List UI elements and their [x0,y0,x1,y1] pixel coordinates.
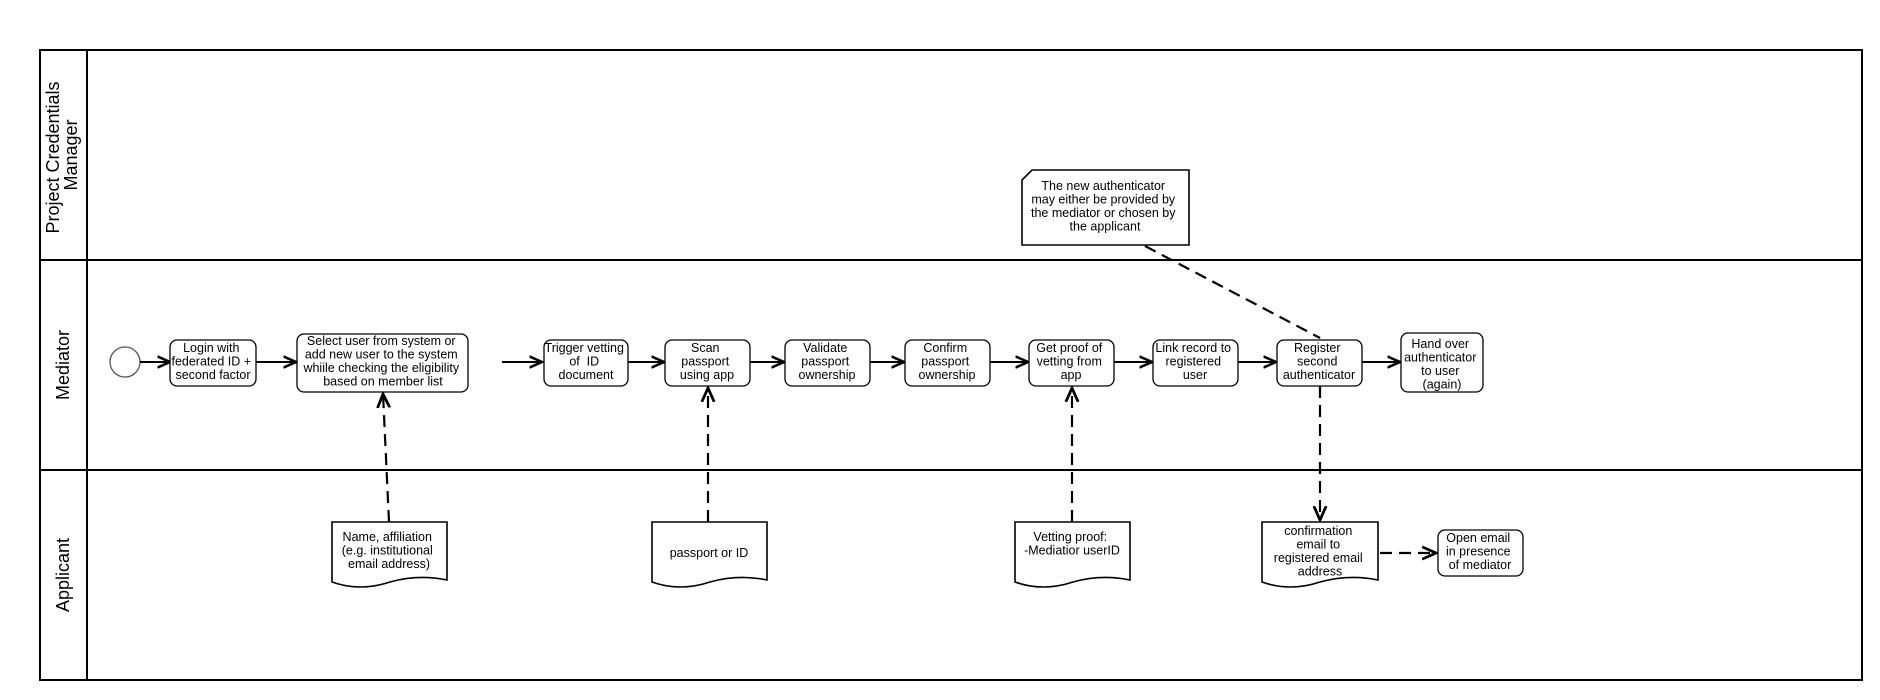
task-trigger-vetting-label: Trigger vetting of ID document [545,341,628,382]
document-name-affiliation: Name, affiliation (e.g. institutional em… [331,521,448,588]
task-confirm-passport: Confirm passport ownership [904,339,991,387]
task-validate-passport: Validate passport ownership [784,339,871,387]
task-login-label: Login with federated ID + second factor [171,341,254,382]
document-confirmation-email: confirmation email to registered email a… [1261,521,1379,588]
document-passport-or-id-label: passport or ID [670,546,749,560]
document-name-affiliation-label: Name, affiliation (e.g. institutional em… [342,530,437,571]
document-vetting-proof: Vetting proof: -Mediatior userID [1014,521,1131,588]
lane-label-project-credentials-manager: Project Credentials Manager [43,76,81,233]
data-associations [383,245,1436,553]
task-open-email-label: Open email in presence of mediator [1446,531,1514,572]
task-scan-passport-label: Scan passport using app [680,341,734,382]
pool-frame [39,49,1863,681]
task-hand-over: Hand over authenticator to user (again) [1400,332,1484,393]
assoc-note-to-register [1144,245,1321,339]
lane-label-mediator: Mediator [53,330,73,400]
task-get-proof: Get proof of vetting from app [1028,339,1115,387]
task-scan-passport: Scan passport using app [664,339,751,387]
task-register-second: Register second authenticator [1276,339,1363,387]
task-link-record-label: Link record to registered user [1155,341,1234,382]
lane-label-applicant: Applicant [53,538,73,612]
task-trigger-vetting: Trigger vetting of ID document [543,339,629,387]
task-hand-over-label: Hand over authenticator to user (again) [1404,337,1480,392]
document-confirmation-email-label: confirmation email to registered email a… [1274,524,1366,579]
annotation-note: The new authenticator may either be prov… [1021,169,1190,246]
task-register-second-label: Register second authenticator [1283,341,1355,382]
task-open-email: Open email in presence of mediator [1437,529,1524,577]
document-passport-or-id: passport or ID [651,521,768,588]
task-select-user: Select user from system or add new user … [296,333,469,393]
task-select-user-label: Select user from system or add new user … [302,334,462,389]
assoc-name-to-select [383,394,389,523]
task-get-proof-label: Get proof of vetting from app [1036,341,1106,382]
task-link-record: Link record to registered user [1152,339,1239,387]
task-confirm-passport-label: Confirm passport ownership [919,341,976,382]
annotation-note-label: The new authenticator may either be prov… [1031,179,1179,234]
start-event [109,346,141,378]
task-validate-passport-label: Validate passport ownership [799,341,856,382]
document-vetting-proof-label: Vetting proof: -Mediatior userID [1024,530,1120,558]
task-login: Login with federated ID + second factor [169,339,257,387]
